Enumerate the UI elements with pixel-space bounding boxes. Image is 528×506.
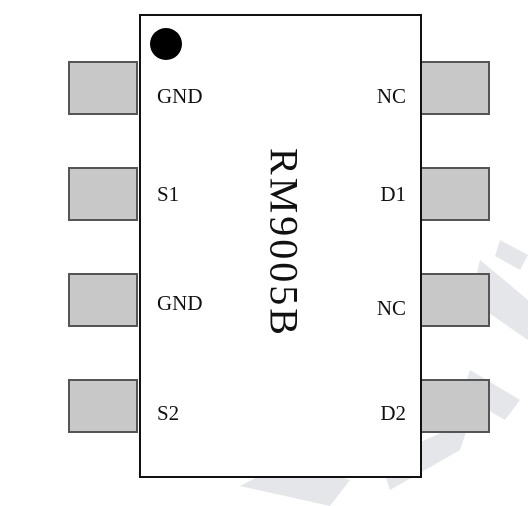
chip-body <box>139 14 422 478</box>
pin-label-left-4: S2 <box>157 401 180 425</box>
pin-label-right-4: D2 <box>380 401 406 425</box>
pin-left-3 <box>68 273 138 327</box>
pin-label-left-2: S1 <box>157 182 180 206</box>
pin-label-left-1: GND <box>157 84 203 108</box>
pin-right-3 <box>420 273 490 327</box>
pin-right-2 <box>420 167 490 221</box>
pin-left-1 <box>68 61 138 115</box>
pin-label-left-3: GND <box>157 291 203 315</box>
pin-right-1 <box>420 61 490 115</box>
pin-label-right-2: D1 <box>380 182 406 206</box>
watermark-stroke-5 <box>495 240 528 270</box>
pin-right-4 <box>420 379 490 433</box>
pin-label-right-1: NC <box>376 84 406 108</box>
pin-left-4 <box>68 379 138 433</box>
pin1-indicator-dot <box>150 28 182 60</box>
part-number: RM9005B <box>261 148 307 338</box>
pin-label-right-3: NC <box>376 296 406 320</box>
pin-left-2 <box>68 167 138 221</box>
